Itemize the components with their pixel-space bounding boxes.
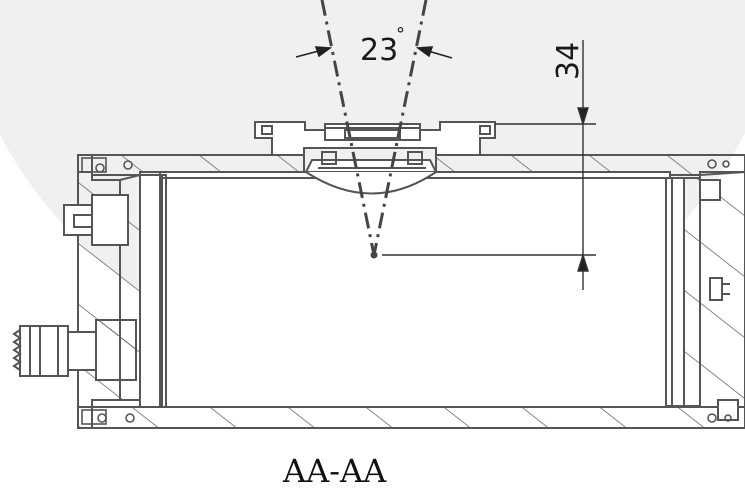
inner-cavity <box>159 171 671 408</box>
angle-arrows <box>295 46 453 59</box>
angle-label: 23 <box>360 33 398 68</box>
dimension-lines <box>382 40 596 290</box>
left-connector <box>12 194 137 381</box>
focal-point <box>370 251 378 259</box>
section-label: AA-AA <box>282 452 387 488</box>
right-end-plates <box>665 177 701 407</box>
left-flange-detail <box>81 157 732 425</box>
lens-window <box>304 127 438 195</box>
angle-unit: ° <box>396 24 405 45</box>
bottom-wall <box>77 406 745 429</box>
field-of-view <box>320 0 428 256</box>
right-fitting <box>699 179 739 421</box>
dimension-label: 34 <box>551 42 586 80</box>
left-end-plates <box>139 174 167 408</box>
